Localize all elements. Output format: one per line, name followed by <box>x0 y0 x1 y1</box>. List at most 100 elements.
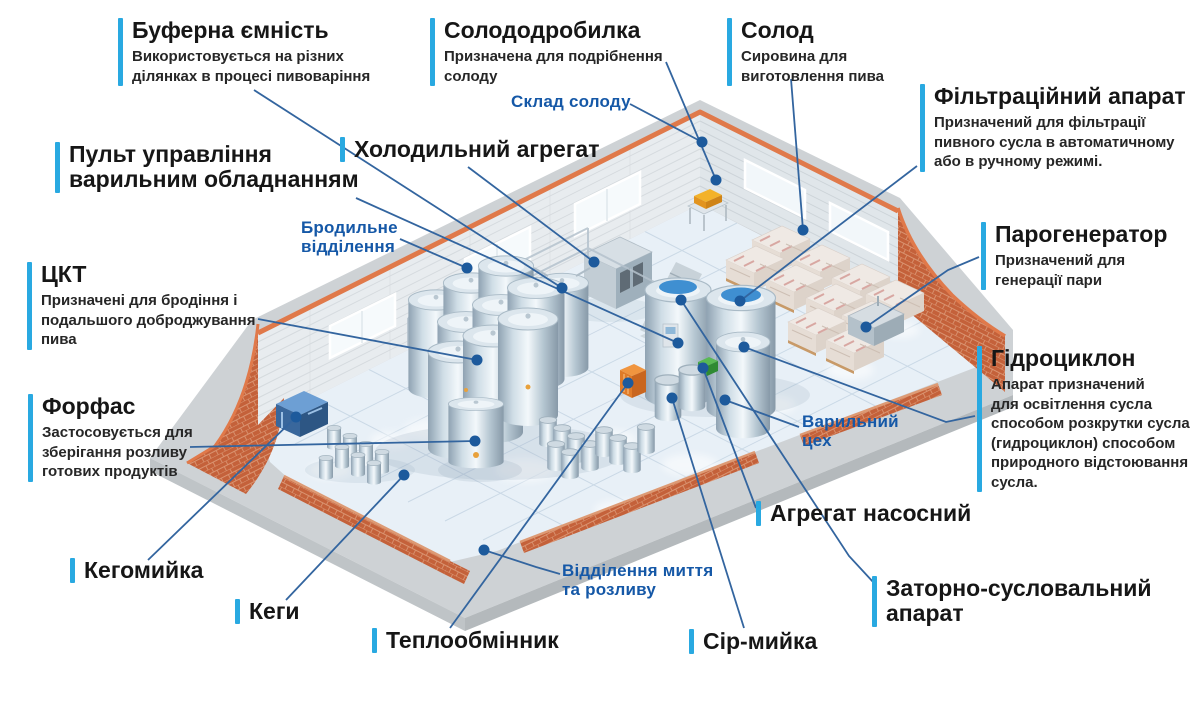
accent-bar <box>689 629 694 655</box>
callout-title: Заторно-сусловальний апарат <box>886 575 1152 627</box>
callout-parohenerator: Парогенератор Призначений для генерації … <box>981 221 1167 291</box>
area-label-viddilennia: Відділення миття та розливу <box>562 561 714 600</box>
callout-desc: Призначений для фільтрації пивного сусла… <box>934 114 1175 171</box>
line-zatorno <box>680 299 875 584</box>
dot-viddilennia <box>478 544 490 556</box>
accent-bar <box>28 394 33 482</box>
line-buferna <box>253 89 563 289</box>
dot-solododrobylka <box>710 174 722 186</box>
line-sklad-solodu <box>629 103 703 143</box>
dot-teploobminnyk <box>622 377 634 389</box>
line-teploobminnyk <box>449 382 629 629</box>
dot-solod <box>797 224 809 236</box>
line-filtratsiynyi <box>739 165 918 302</box>
callout-desc: Апарат призначений для освітлення сусла … <box>991 376 1190 491</box>
area-label-varylnyi: Варильний цех <box>802 412 899 451</box>
callout-title: Форфас <box>42 393 136 419</box>
callout-title: Кегомийка <box>84 557 204 583</box>
callout-forfas: Форфас Застосовується для зберігання роз… <box>28 393 193 482</box>
callout-desc: Призначені для бродіння і подальшого доб… <box>41 292 256 349</box>
line-kholodylnyi <box>467 166 595 263</box>
connector-dots <box>290 136 872 556</box>
callout-title: Фільтраційний апарат <box>934 83 1186 109</box>
callout-title: Холодильний агрегат <box>354 136 600 162</box>
callout-ahrehat: Агрегат насосний <box>756 500 972 527</box>
callout-title: Солододробилка <box>444 17 641 43</box>
accent-bar <box>118 18 123 87</box>
roof-trim <box>256 109 900 336</box>
dot-kehy <box>398 469 410 481</box>
accent-bar <box>920 84 925 172</box>
dot-sir-myika <box>666 392 678 404</box>
accent-bar <box>727 18 732 87</box>
callout-desc: Призначений для генерації пари <box>995 252 1126 289</box>
dot-brodylne <box>461 262 473 274</box>
dot-filtratsiynyi <box>734 295 746 307</box>
dot-sklad-solodu <box>696 136 708 148</box>
callout-desc: Сировина для виготовлення пива <box>741 48 884 85</box>
callout-title: Пульт управління варильним обладнанням <box>69 141 359 193</box>
dot-zatorno <box>675 294 687 306</box>
line-forfas <box>189 440 476 448</box>
callout-desc: Використовується на різних ділянках в пр… <box>132 48 371 85</box>
line-sir-myika <box>671 397 745 629</box>
callout-desc: Призначена для подрібнення солоду <box>444 48 663 85</box>
right-wall <box>699 112 899 303</box>
callout-title: ЦКТ <box>41 261 87 287</box>
accent-bar <box>756 501 761 527</box>
accent-bar <box>55 142 60 193</box>
line-pult <box>355 197 679 344</box>
dot-ahrehat <box>697 362 709 374</box>
callout-pult: Пульт управління варильним обладнанням <box>55 141 359 193</box>
dot-varylnyi <box>719 394 731 406</box>
callout-filtratsiynyi: Фільтраційний апарат Призначений для філ… <box>920 83 1186 172</box>
line-varylnyi <box>724 399 800 428</box>
accent-bar <box>27 262 32 350</box>
line-kehy <box>285 474 405 601</box>
callout-zatorno: Заторно-сусловальний апарат <box>872 575 1152 627</box>
accent-bar <box>872 576 877 627</box>
line-ahrehat <box>702 367 757 509</box>
area-label-brodylne: Бродильне відділення <box>301 218 398 257</box>
callout-title: Гідроциклон <box>991 345 1136 371</box>
dot-pult <box>672 337 684 349</box>
right-wall-windows <box>743 157 890 263</box>
dot-tskt <box>471 354 483 366</box>
callout-title: Агрегат насосний <box>770 500 972 526</box>
accent-bar <box>235 599 240 625</box>
line-tskt <box>257 318 478 361</box>
accent-bar <box>981 222 986 291</box>
callout-title: Теплообмінник <box>386 627 559 653</box>
dot-parohenerator <box>860 321 872 333</box>
dot-buferna <box>556 282 568 294</box>
line-brodylne <box>399 238 468 269</box>
line-solod <box>790 78 804 231</box>
dot-kholodylnyi <box>588 256 600 268</box>
callout-title: Кеги <box>249 598 300 624</box>
line-hidrotsyklon <box>743 346 976 423</box>
malt-mill <box>687 189 729 231</box>
callout-kehomyika: Кегомийка <box>70 557 204 584</box>
line-parohenerator <box>865 256 980 328</box>
callout-sir-myika: Сір-мийка <box>689 628 817 655</box>
accent-bar <box>340 137 345 163</box>
callout-solododrobylka: Солододробилка Призначена для подрібненн… <box>430 17 663 87</box>
callout-title: Буферна ємність <box>132 17 329 43</box>
connector-lines <box>147 61 980 629</box>
callout-title: Солод <box>741 17 814 43</box>
callout-kholodylnyi: Холодильний агрегат <box>340 136 600 163</box>
callout-kehy: Кеги <box>235 598 300 625</box>
dot-kehomyika <box>290 411 302 423</box>
callout-teploobminnyk: Теплообмінник <box>372 627 559 654</box>
line-solododrobylka <box>665 61 717 181</box>
accent-bar <box>70 558 75 584</box>
accent-bar <box>372 628 377 654</box>
callout-hidrotsyklon: Гідроциклон Апарат призначений для освіт… <box>977 345 1190 493</box>
dot-forfas <box>469 435 481 447</box>
callout-solod: Солод Сировина для виготовлення пива <box>727 17 884 87</box>
accent-bar <box>977 346 982 493</box>
dot-hidrotsyklon <box>738 341 750 353</box>
area-label-sklad-solodu: Склад солоду <box>511 92 631 111</box>
